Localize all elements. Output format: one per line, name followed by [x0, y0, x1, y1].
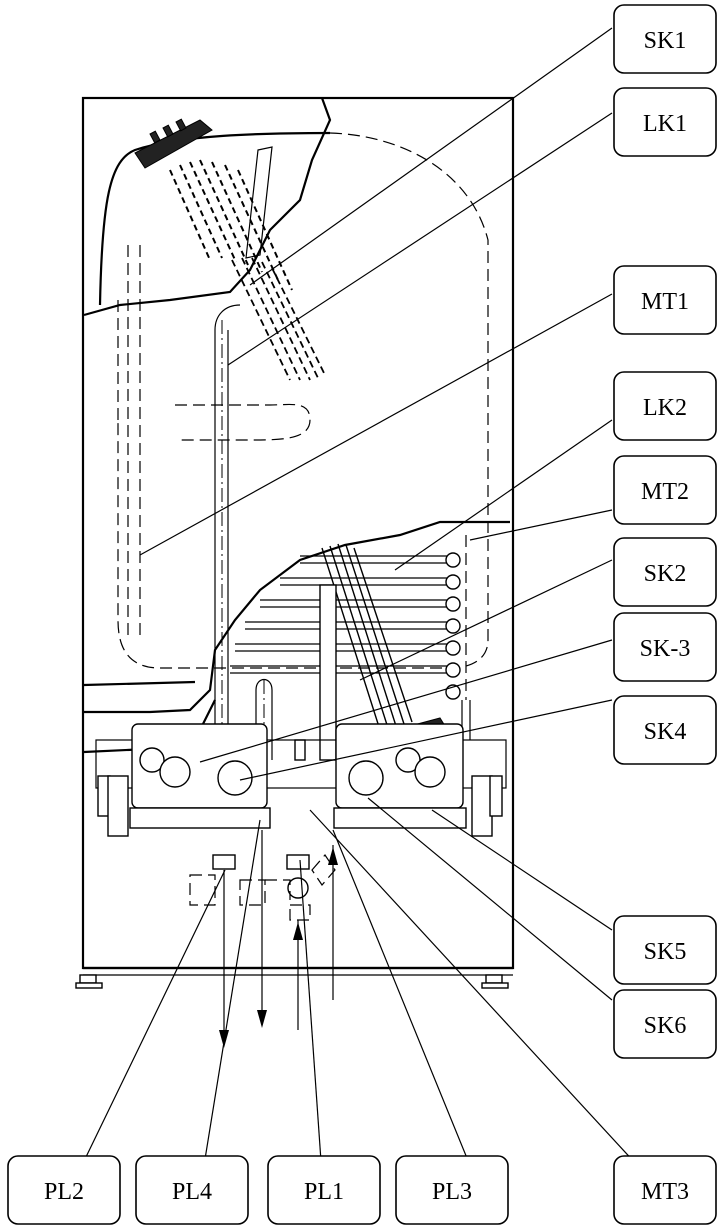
spray-tube [175, 146, 326, 441]
label-text-PL3: PL3 [432, 1179, 472, 1205]
label-SK2: SK2 [613, 537, 717, 607]
label-text-SK5: SK5 [644, 939, 687, 965]
left-pipe [127, 245, 141, 640]
label-text-SK2: SK2 [644, 561, 687, 587]
label-text-PL1: PL1 [304, 1179, 344, 1205]
bottom-connections [189, 830, 338, 1048]
label-text-PL2: PL2 [44, 1179, 84, 1205]
label-PL3: PL3 [395, 1155, 509, 1225]
label-LK2: LK2 [613, 371, 717, 441]
control-panel [95, 723, 507, 837]
label-SK4: SK4 [613, 695, 717, 765]
label-SK1: SK1 [613, 4, 717, 74]
label-MT1: MT1 [613, 265, 717, 335]
label-text-MT2: MT2 [641, 479, 689, 505]
label-text-PL4: PL4 [172, 1179, 212, 1205]
spray-head [134, 118, 293, 291]
label-PL4: PL4 [135, 1155, 249, 1225]
label-text-SK1: SK1 [644, 28, 687, 54]
central-riser [214, 304, 241, 770]
label-text-MT1: MT1 [641, 289, 689, 315]
label-PL1: PL1 [267, 1155, 381, 1225]
label-text-LK1: LK1 [643, 111, 687, 137]
label-text-SK6: SK6 [644, 1013, 687, 1039]
label-SK5: SK5 [613, 915, 717, 985]
label-SK3: SK-3 [613, 612, 717, 682]
label-text-LK2: LK2 [643, 395, 687, 421]
label-text-SK4: SK4 [644, 719, 687, 745]
label-SK6: SK6 [613, 989, 717, 1059]
top-cutaway [83, 97, 489, 669]
label-MT2: MT2 [613, 455, 717, 525]
label-text-SK3: SK-3 [640, 636, 691, 662]
label-LK1: LK1 [613, 87, 717, 157]
label-text-MT3: MT3 [641, 1179, 689, 1205]
leader-lines [69, 27, 661, 1191]
label-PL2: PL2 [7, 1155, 121, 1225]
label-MT3: MT3 [613, 1155, 717, 1225]
